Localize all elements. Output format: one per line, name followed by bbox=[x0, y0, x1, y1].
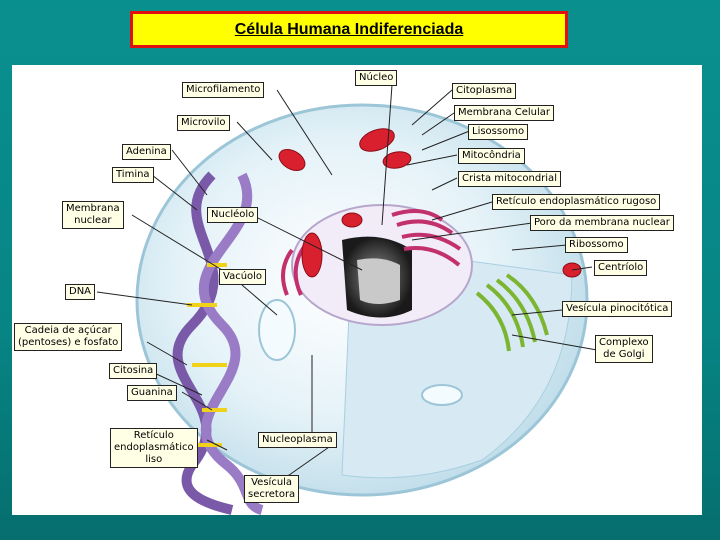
label-vesicula-pinocitotica: Vesícula pinocitótica bbox=[562, 301, 673, 317]
dna-helix bbox=[172, 171, 264, 515]
label-reticulo-liso: Retículo endoplasmático liso bbox=[110, 428, 198, 468]
label-ribossomo: Ribossomo bbox=[565, 237, 628, 253]
mitochondria bbox=[278, 128, 582, 278]
secretory-vesicle bbox=[421, 384, 463, 406]
vacuole bbox=[258, 299, 296, 361]
label-citoplasma: Citoplasma bbox=[452, 83, 517, 99]
leader-lines bbox=[96, 84, 598, 481]
label-nucleoplasma: Nucleoplasma bbox=[258, 432, 337, 448]
label-timina: Timina bbox=[112, 167, 154, 183]
title-banner: Célula Humana Indiferenciada bbox=[130, 11, 568, 48]
golgi-apparatus bbox=[475, 273, 549, 352]
label-vesicula-secretora: Vesícula secretora bbox=[244, 475, 300, 503]
label-mitocondria: Mitocôndria bbox=[458, 148, 525, 164]
page-title: Célula Humana Indiferenciada bbox=[234, 20, 464, 38]
label-microvilo: Microvilo bbox=[177, 115, 230, 131]
label-nucleo: Núcleo bbox=[355, 70, 398, 86]
label-crista-mitocondrial: Crista mitocondrial bbox=[458, 171, 561, 187]
label-membrana-nuclear: Membrana nuclear bbox=[62, 201, 124, 229]
label-nucleolo: Nucléolo bbox=[207, 207, 259, 223]
label-lisossomo: Lisossomo bbox=[468, 124, 529, 140]
label-poro-membrana-nuclear: Poro da membrana nuclear bbox=[530, 215, 674, 231]
label-complexo-golgi: Complexo de Golgi bbox=[595, 335, 653, 363]
label-membrana-celular: Membrana Celular bbox=[454, 105, 555, 121]
label-citosina: Citosina bbox=[109, 363, 158, 379]
label-adenina: Adenina bbox=[122, 144, 171, 160]
label-centriolo: Centríolo bbox=[594, 260, 648, 276]
label-reticulo-rugoso: Retículo endoplasmático rugoso bbox=[492, 194, 661, 210]
label-guanina: Guanina bbox=[127, 385, 177, 401]
label-vacuolo: Vacúolo bbox=[219, 269, 267, 285]
cell-illustration bbox=[96, 84, 598, 515]
nucleolus bbox=[357, 258, 400, 304]
label-dna: DNA bbox=[65, 284, 96, 300]
cell-diagram: Microfilamento Núcleo Citoplasma Membran… bbox=[12, 65, 702, 515]
label-microfilamento: Microfilamento bbox=[182, 82, 265, 98]
label-cadeia-acucar: Cadeia de açúcar (pentoses) e fosfato bbox=[14, 323, 123, 351]
